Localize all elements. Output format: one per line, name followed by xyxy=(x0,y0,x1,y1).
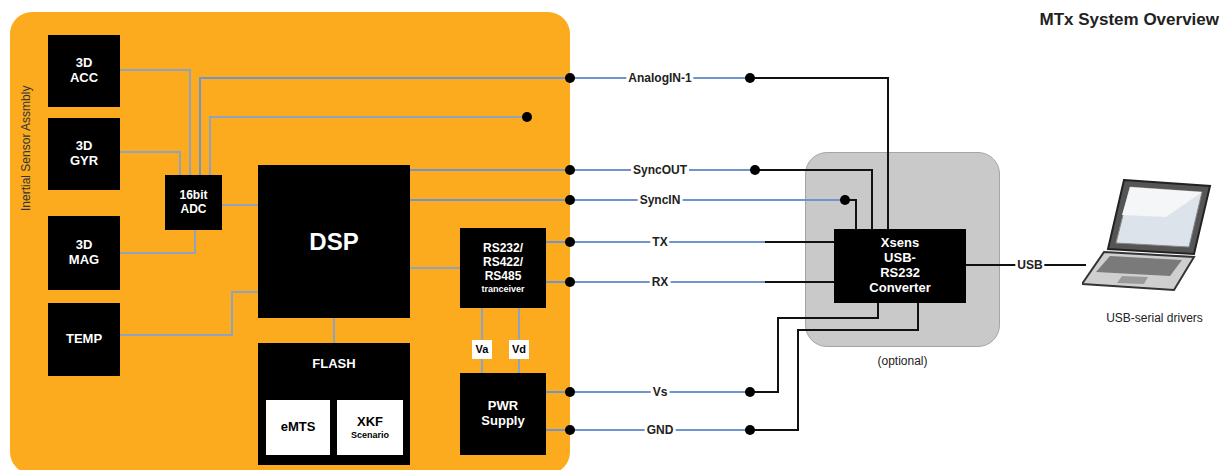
wire-segment xyxy=(518,359,520,374)
box-label: FLASH xyxy=(312,357,355,372)
signal-wire xyxy=(519,359,520,374)
signal-wire xyxy=(482,308,483,340)
wire-segment xyxy=(481,308,483,340)
voltage-box: Va xyxy=(472,340,492,359)
laptop-node: USB-serial drivers xyxy=(1082,172,1227,344)
device-caption: USB-serial drivers xyxy=(1082,312,1227,326)
signal-wire xyxy=(410,268,460,269)
signal-name: RX xyxy=(650,275,671,289)
box-sublabel: tranceiver xyxy=(481,284,524,294)
wire-segment xyxy=(410,199,845,201)
wire-segment xyxy=(333,318,335,343)
group-note: (optional) xyxy=(806,355,999,369)
box-label: XKF xyxy=(357,415,383,430)
junction-dot xyxy=(565,425,575,435)
signal-wire xyxy=(546,237,834,247)
sensor-box: 3D MAG xyxy=(48,216,120,290)
group-heading: Inertial Sensor Assmbly xyxy=(20,86,34,211)
signal-wire xyxy=(519,308,520,340)
wire-segment xyxy=(518,308,520,340)
adc-box: 16bit ADC xyxy=(165,175,222,230)
wire-segment xyxy=(481,359,483,374)
sensor-box: 3D GYR xyxy=(48,118,120,190)
diagram-title: MTx System Overview xyxy=(1039,10,1219,30)
signal-name: AnalogIN-1 xyxy=(626,71,693,85)
memory-box: FLASH eMTS XKFScenario xyxy=(258,343,410,465)
processor-box: DSP xyxy=(258,165,410,318)
box-label: TEMP xyxy=(66,332,102,347)
signal-wire xyxy=(222,205,258,206)
junction-dot xyxy=(750,165,760,175)
power-box: PWR Supply xyxy=(460,373,546,455)
junction-dot xyxy=(745,73,755,83)
voltage-box: Vd xyxy=(509,340,529,359)
wire-segment xyxy=(222,204,258,206)
wire-segment xyxy=(765,281,834,283)
signal-name: SyncIN xyxy=(638,193,683,207)
box-label: RS232/ RS422/ RS485 xyxy=(483,242,523,283)
wire-segment xyxy=(410,169,755,171)
wire-segment xyxy=(765,241,834,243)
junction-dot xyxy=(745,425,755,435)
signal-wire xyxy=(546,303,878,397)
junction-dot xyxy=(565,195,575,205)
box-label: Vd xyxy=(512,343,526,356)
sensor-box: TEMP xyxy=(48,303,120,376)
box-label: PWR Supply xyxy=(481,399,524,429)
box-label: Xsens USB-RS232 Converter xyxy=(869,236,930,296)
box-label: DSP xyxy=(309,228,358,256)
wire-dot xyxy=(522,112,532,122)
box-label: 16bit ADC xyxy=(179,189,207,217)
signal-name: Vs xyxy=(651,385,670,399)
junction-dot xyxy=(565,237,575,247)
junction-dot xyxy=(565,73,575,83)
signal-name: GND xyxy=(645,423,676,437)
signal-name: USB xyxy=(1015,258,1044,272)
box-sublabel: Scenario xyxy=(351,430,389,440)
laptop-icon xyxy=(1082,172,1227,302)
junction-dot xyxy=(565,165,575,175)
transceiver-box: RS232/ RS422/ RS485tranceiver xyxy=(460,228,546,308)
box-label: 3D GYR xyxy=(70,139,98,169)
junction-dot xyxy=(565,277,575,287)
wire-segment xyxy=(410,267,460,269)
signal-name: SyncOUT xyxy=(631,163,689,177)
junction-dot xyxy=(840,195,850,205)
signal-wire xyxy=(482,359,483,374)
box-label: 3D MAG xyxy=(69,238,99,268)
converter-box: Xsens USB-RS232 Converter xyxy=(834,229,966,303)
sensor-housing: Inertial Sensor Assmbly 3D ACC 3D GYR 3D MA… xyxy=(10,12,570,470)
firmware-box: eMTS xyxy=(266,400,330,455)
junction-dot xyxy=(745,387,755,397)
signal-wire xyxy=(546,277,834,287)
signal-name: TX xyxy=(650,235,669,249)
box-label: 3D ACC xyxy=(70,56,98,86)
box-label: Va xyxy=(476,343,489,356)
wire-segment xyxy=(546,391,750,393)
signal-wire xyxy=(334,318,335,343)
box-label: eMTS xyxy=(281,420,316,435)
junction-dot xyxy=(565,387,575,397)
firmware-box: XKFScenario xyxy=(337,400,403,455)
sensor-box: 3D ACC xyxy=(48,35,120,107)
